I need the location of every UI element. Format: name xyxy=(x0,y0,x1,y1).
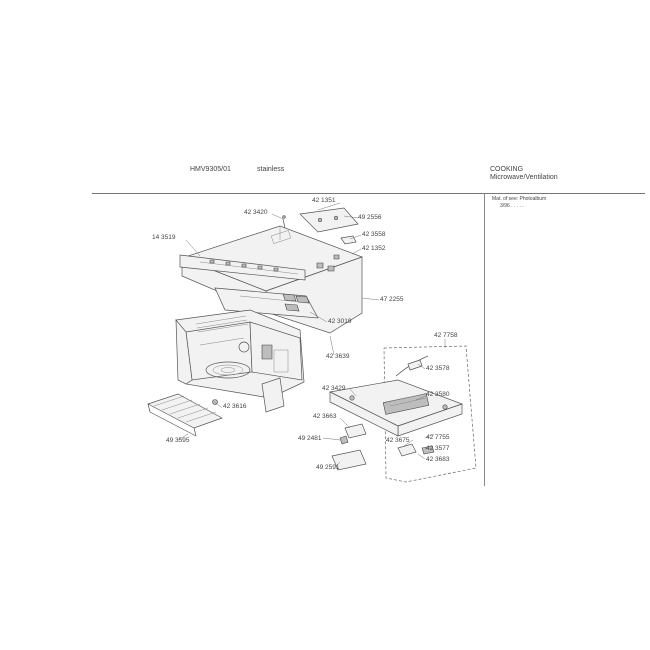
side-note-2: 3/96 . . . . . xyxy=(500,203,524,209)
part-label: 42 3420 xyxy=(244,209,268,216)
part-label: 42 3683 xyxy=(426,456,450,463)
small-parts xyxy=(332,424,434,470)
part-label: 42 3616 xyxy=(223,403,247,410)
part-label: 42 3577 xyxy=(426,445,450,452)
part-label: 42 3578 xyxy=(426,365,450,372)
part-label: 42 3580 xyxy=(426,391,450,398)
product-type: Microwave/Ventilation xyxy=(490,174,558,181)
part-label: 42 7758 xyxy=(434,332,458,339)
microwave-cavity xyxy=(176,310,304,412)
top-vent-parts xyxy=(283,208,358,244)
part-label: 49 2591 xyxy=(316,464,340,471)
part-label: 14 3519 xyxy=(152,234,176,241)
part-label: 49 2481 xyxy=(298,435,322,442)
part-label: 49 2556 xyxy=(358,214,382,221)
part-label: 42 3558 xyxy=(362,231,386,238)
wire-rack xyxy=(148,394,222,436)
part-label: 42 3019 xyxy=(328,318,352,325)
control-panel-strip xyxy=(180,255,305,280)
part-label: 47 2255 xyxy=(380,296,404,303)
side-divider xyxy=(484,193,485,486)
part-label: 42 3429 xyxy=(322,385,346,392)
part-label: 49 3595 xyxy=(166,437,190,444)
part-label: 42 3663 xyxy=(313,413,337,420)
part-label: 42 1351 xyxy=(312,197,336,204)
side-note-1: Mat. of see: Photoalbum xyxy=(492,196,547,202)
header-divider xyxy=(92,193,645,194)
part-label: 42 1352 xyxy=(362,245,386,252)
section-title: COOKING xyxy=(490,166,524,173)
part-label: 42 3639 xyxy=(326,353,350,360)
finish-label: stainless xyxy=(257,166,285,173)
bottom-plate xyxy=(330,356,462,436)
lower-assembly-group xyxy=(384,339,476,482)
model-number: HMV9305/01 xyxy=(190,166,231,173)
leader-lines xyxy=(178,203,434,466)
part-label: 42 7755 xyxy=(426,434,450,441)
intermediate-plate xyxy=(215,288,318,318)
part-label: 42 3675 xyxy=(386,437,410,444)
